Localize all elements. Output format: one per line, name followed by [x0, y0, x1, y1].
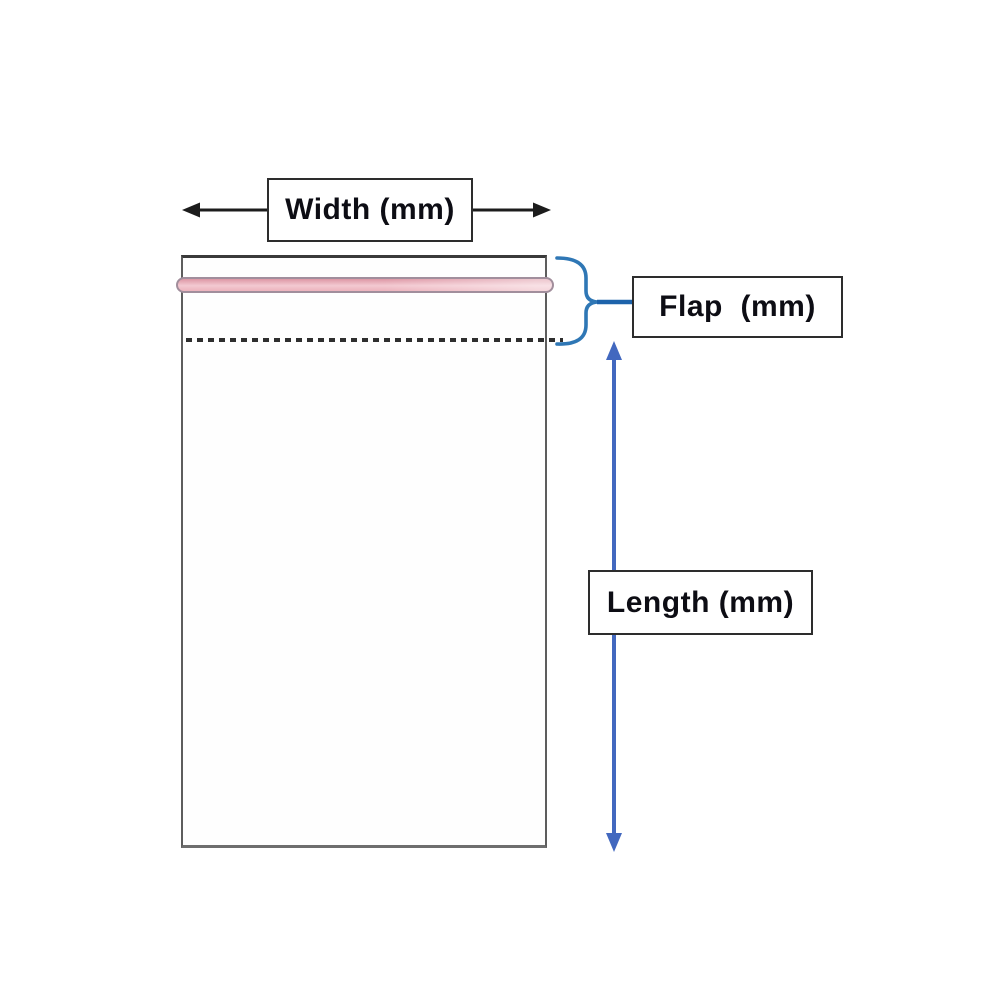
width-arrow-right-icon — [473, 202, 551, 218]
width-label: Width (mm) — [285, 193, 455, 226]
length-label: Length (mm) — [606, 585, 795, 619]
length-label-box: Length (mm) — [588, 570, 813, 635]
flap-brace-icon — [555, 256, 632, 346]
fold-dotted-line — [186, 338, 563, 342]
flap-label: Flap (mm) — [659, 290, 816, 323]
bag-outline — [181, 255, 547, 848]
adhesive-strip — [176, 277, 554, 293]
width-arrow-left-icon — [182, 202, 267, 218]
flap-label-box: Flap (mm) — [632, 276, 843, 338]
width-label-box: Width (mm) — [267, 178, 473, 242]
